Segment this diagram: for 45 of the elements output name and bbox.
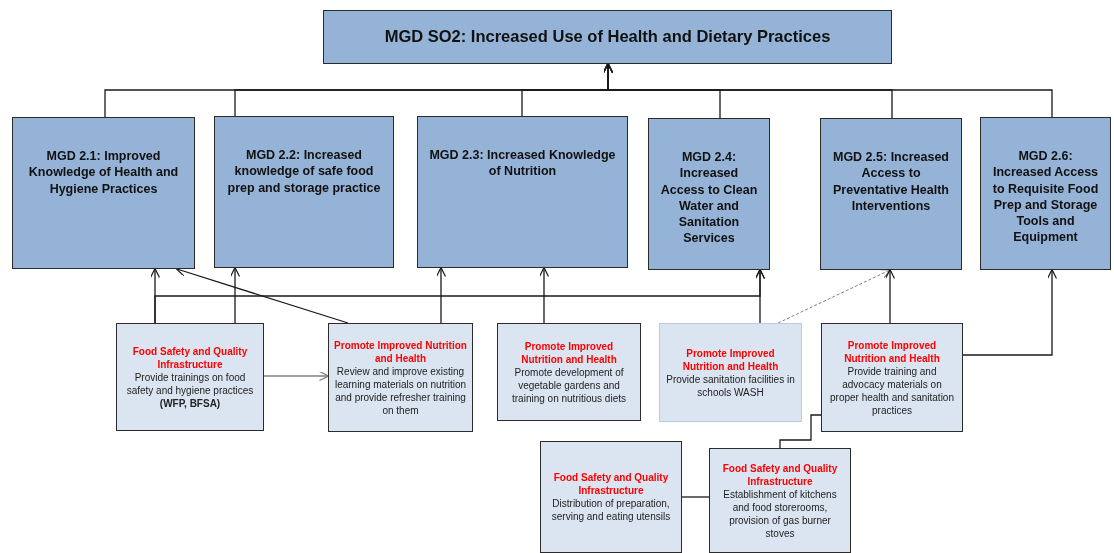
activity-description: Provide training and advocacy materials on proper health and sanitation practices bbox=[829, 364, 955, 417]
activity-description: Promote development of vegetable gardens and training on nutritious diets bbox=[511, 365, 627, 405]
activity-box bbox=[497, 323, 641, 421]
activity-box bbox=[659, 323, 802, 422]
outcome-box bbox=[980, 117, 1111, 270]
arrow bbox=[754, 268, 766, 324]
activity-description: Provide sanitation facilities in schools WASH bbox=[665, 372, 796, 399]
outcome-label: MGD 2.2: Increased knowledge of safe food prep and storage practice bbox=[226, 147, 382, 196]
activity-description: Distribution of preparation, serving and eating utensils bbox=[550, 497, 672, 523]
arrow bbox=[538, 266, 550, 324]
arrow bbox=[263, 370, 330, 382]
goal-box bbox=[323, 10, 892, 64]
activity-box bbox=[821, 323, 963, 432]
arrow bbox=[962, 268, 1058, 356]
arrow bbox=[229, 266, 241, 324]
activity-box bbox=[116, 323, 264, 431]
activity-heading: Promote Improved Nutrition and Health bbox=[681, 346, 780, 373]
outcome-box bbox=[820, 118, 962, 270]
activity-heading: Food Safety and Quality Infrastructure bbox=[721, 461, 839, 488]
outcome-box bbox=[648, 118, 770, 270]
activity-heading: Promote Improved Nutrition and Health bbox=[334, 338, 467, 365]
activity-heading: Food Safety and Quality Infrastructure bbox=[131, 344, 249, 371]
outcome-box bbox=[12, 117, 195, 269]
outcome-label: MGD 2.1: Improved Knowledge of Health and Hygiene Practices bbox=[27, 148, 180, 197]
activity-box bbox=[540, 441, 682, 553]
activity-box bbox=[709, 448, 851, 553]
outcome-label: MGD 2.6: Increased Access to Requisite Food Prep and Storage Tools and Equipment bbox=[991, 148, 1100, 246]
arrow bbox=[435, 266, 447, 324]
outcome-label: MGD 2.5: Increased Access to Preventative Health Interventions bbox=[832, 149, 950, 214]
connector-line bbox=[779, 414, 822, 449]
goal-title: MGD SO2: Increased Use of Health and Dietary Practices bbox=[384, 26, 831, 48]
activity-description: Review and improve existing learning materials on nutrition and provide refresher training on them bbox=[334, 364, 467, 417]
outcome-label: MGD 2.3: Increased Knowledge of Nutrition bbox=[428, 147, 617, 180]
activity-description: Establishment of kitchens and food storerooms, provision of gas burner stoves bbox=[722, 487, 838, 540]
outcome-box bbox=[417, 116, 628, 268]
arrow bbox=[884, 268, 896, 324]
outcome-label: MGD 2.4: Increased Access to Clean Water and Sanitation Services bbox=[659, 149, 759, 247]
arrow bbox=[777, 268, 892, 324]
outcome-box bbox=[214, 116, 394, 268]
activity-heading: Promote Improved Nutrition and Health bbox=[843, 338, 941, 365]
activity-heading: Food Safety and Quality Infrastructure bbox=[552, 471, 670, 497]
connector-line bbox=[681, 496, 710, 498]
activity-heading: Promote Improved Nutrition and Health bbox=[520, 339, 618, 366]
activity-description: Provide trainings on food safety and hygiene practices (WFP, BFSA) bbox=[125, 370, 255, 410]
activity-box bbox=[328, 323, 473, 432]
